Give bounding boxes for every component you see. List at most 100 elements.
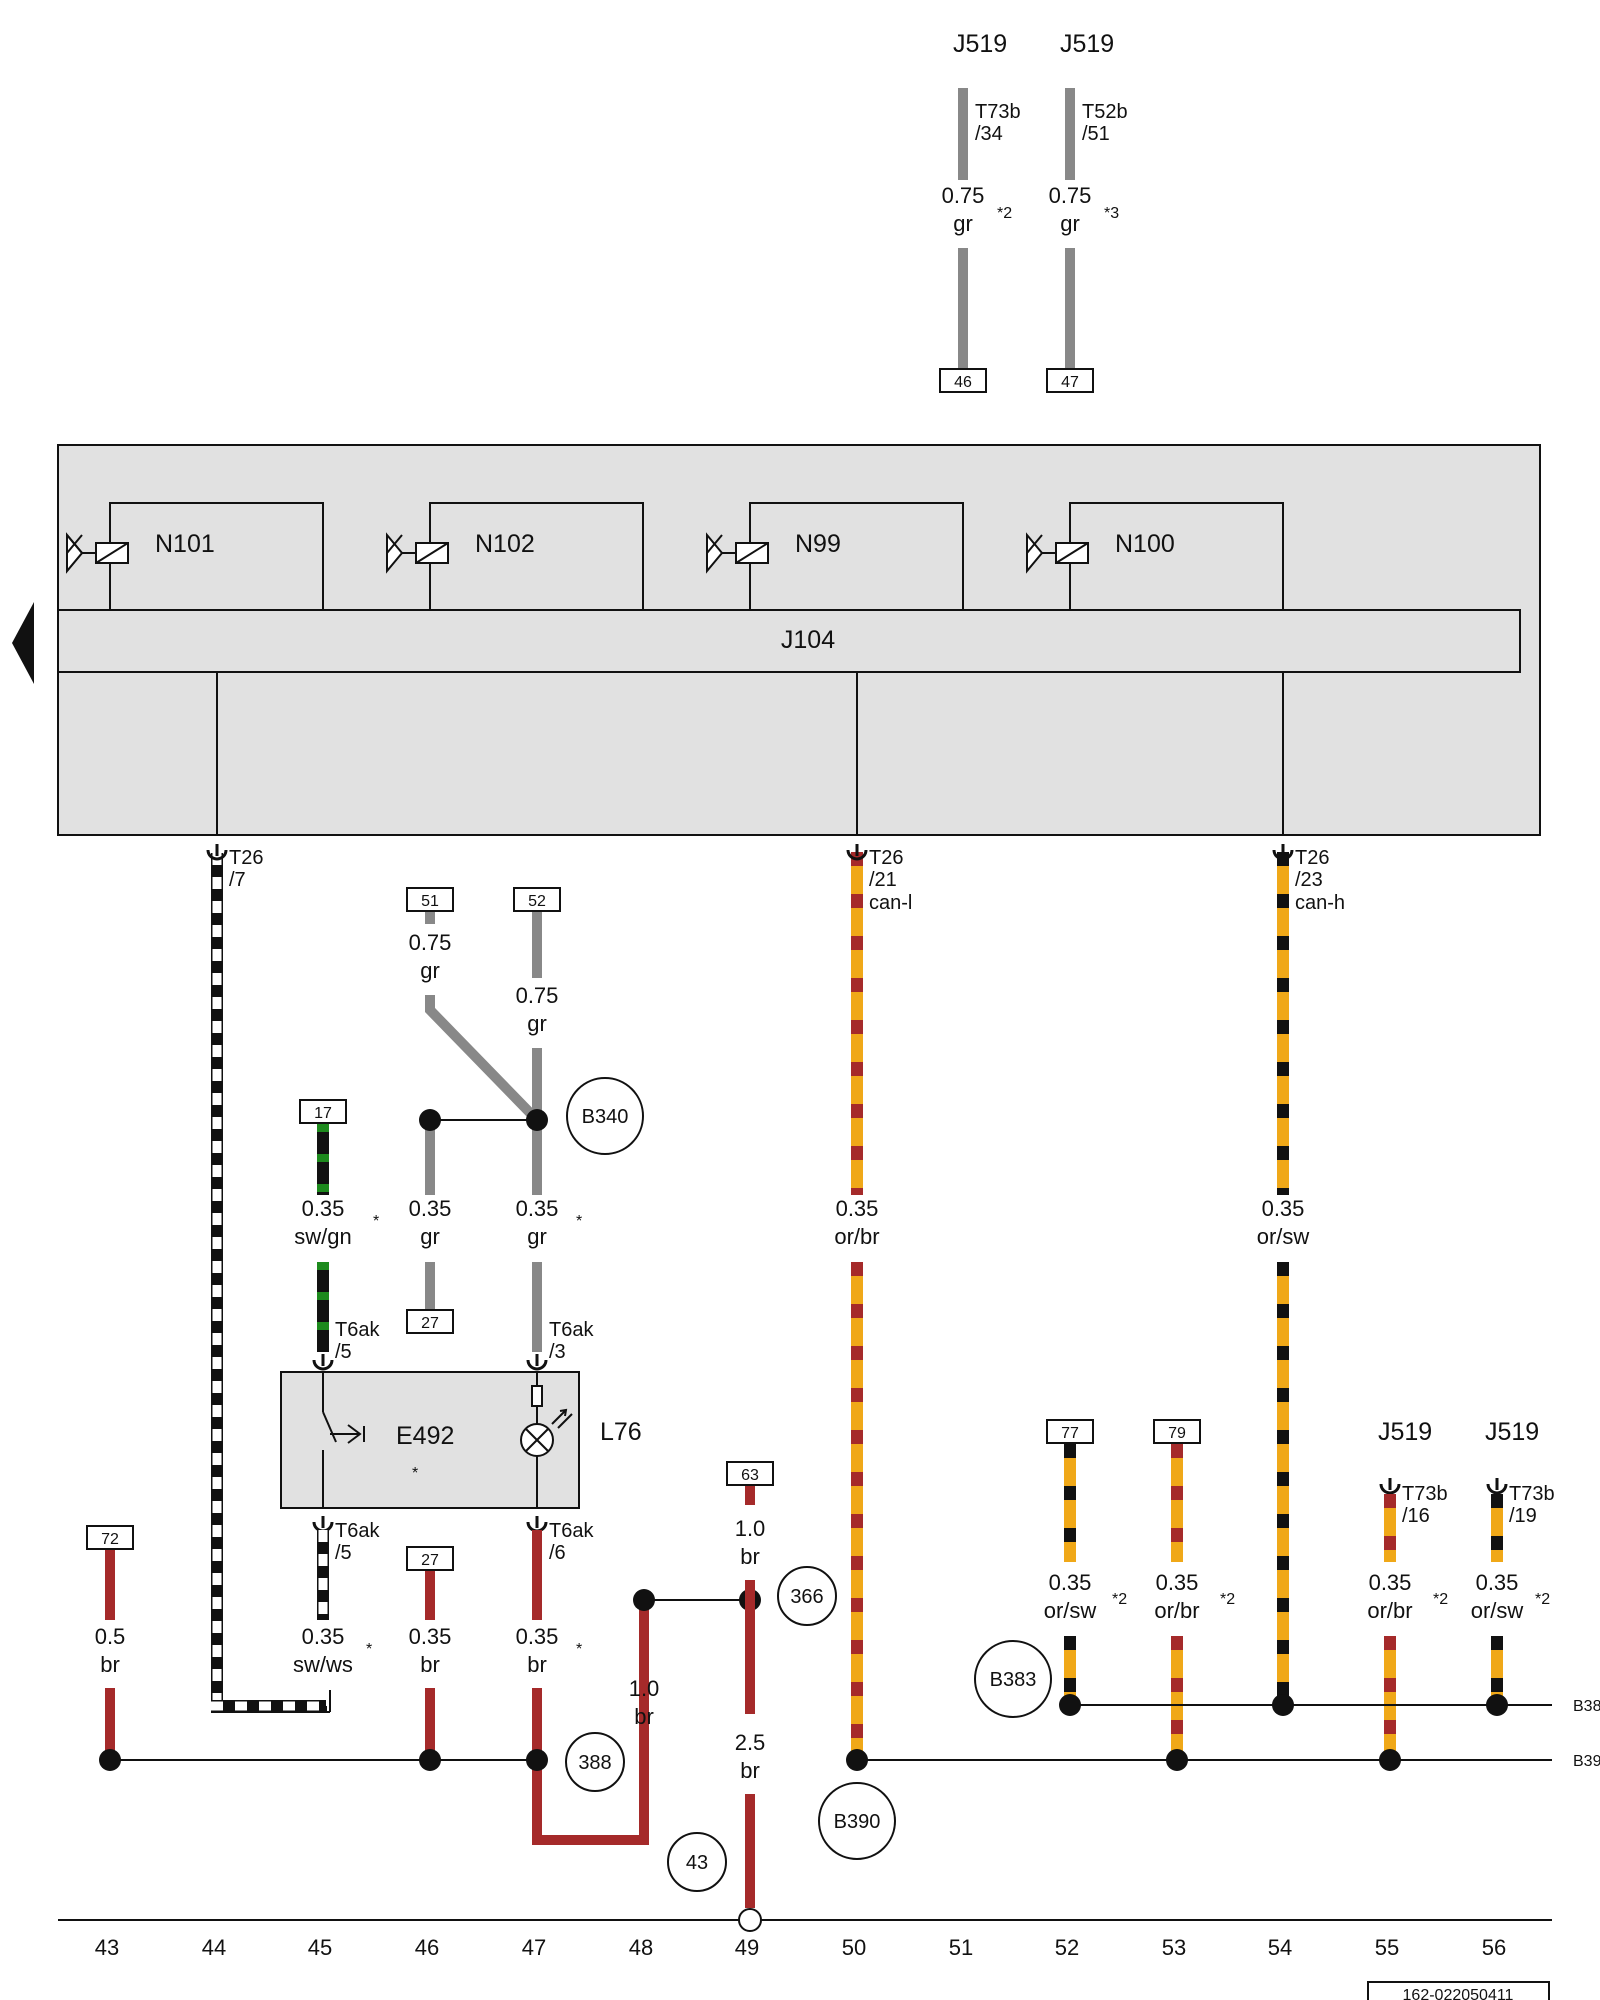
- wire-63-size: 1.0: [735, 1516, 766, 1541]
- connector-b383: [974, 1640, 1052, 1718]
- wire-55: J519 T73b /16 0.35 or/br *2: [1367, 1418, 1448, 1760]
- column-number: 55: [1375, 1935, 1399, 1960]
- wire-72-size: 0.5: [95, 1624, 126, 1649]
- connector-b383-label: B383: [990, 1669, 1037, 1691]
- top-unit-b-color: gr: [1060, 211, 1080, 236]
- wire-sw-ws-note: *: [366, 1641, 372, 1658]
- right-unit-b-pin: /19: [1509, 1505, 1537, 1527]
- wire-47-note: *: [576, 1641, 582, 1658]
- wire-27-size: 0.35: [409, 1196, 452, 1221]
- wire-47-size: 0.35: [516, 1624, 559, 1649]
- top-unit-b-size: 0.75: [1049, 183, 1092, 208]
- connector-388-label: 388: [578, 1752, 611, 1774]
- valve-n102-label: N102: [475, 530, 535, 558]
- pin-6-bot-pin: /6: [549, 1542, 566, 1564]
- wire-51: 51 0.75 gr: [406, 887, 541, 1124]
- wire-55-note: *2: [1433, 1591, 1448, 1608]
- wire-t26-7: [211, 853, 331, 1713]
- ref-46: 46: [954, 374, 972, 391]
- wire-49: 2.5 br: [735, 1730, 765, 1908]
- pin-t26-21-extra: can-l: [869, 892, 912, 914]
- column-number: 49: [735, 1935, 759, 1960]
- top-unit-a-size: 0.75: [942, 183, 985, 208]
- column-numbers: 43 44 45 46 47 48 49 50 51 52 53 54 55 5…: [95, 1935, 1506, 1960]
- wire-52: 52 0.75 gr: [513, 887, 561, 1195]
- ground-point: [738, 1908, 762, 1932]
- column-number: 50: [842, 1935, 866, 1960]
- wire-63-color: br: [740, 1544, 760, 1569]
- wire-79-note: *2: [1220, 1591, 1235, 1608]
- wire-56: J519 T73b /19 0.35 or/sw *2: [1471, 1418, 1555, 1705]
- wire-27-gr: 0.35 gr 27: [406, 1196, 454, 1334]
- connector-366: [777, 1566, 837, 1626]
- top-unit-a-color: gr: [953, 211, 973, 236]
- wire-79: 79 0.35 or/br *2: [1153, 1419, 1235, 1760]
- wire-3-color: gr: [527, 1224, 547, 1249]
- column-number: 44: [202, 1935, 226, 1960]
- column-number: 45: [308, 1935, 332, 1960]
- ref-79: 79: [1168, 1425, 1186, 1442]
- push-switch-icon: [322, 1372, 365, 1508]
- wire-3-note: *: [576, 1213, 582, 1230]
- wire-72-color: br: [100, 1652, 120, 1677]
- pin-5-top-connector: T6ak: [335, 1319, 380, 1341]
- switch-label: E492: [396, 1422, 454, 1450]
- ref-51: 51: [421, 893, 439, 910]
- connector-43-label: 43: [686, 1852, 708, 1874]
- control-unit-j104: J104 N101 N102: [12, 444, 1541, 836]
- valve-n101: N101: [66, 502, 324, 610]
- wire-77-note: *2: [1112, 1591, 1127, 1608]
- connector-388: [565, 1732, 625, 1792]
- pin-3-top-connector: T6ak: [549, 1319, 594, 1341]
- module-e492-l76: T6ak /5 T6ak /3 T6ak /5 T6ak /6 E492 *: [280, 1319, 642, 1564]
- wire-49-color: br: [740, 1758, 760, 1783]
- top-unit-b-connector: T52b: [1082, 101, 1128, 123]
- wire-47-br: 0.35 br *: [516, 1530, 649, 1845]
- column-number: 43: [95, 1935, 119, 1960]
- column-number: 56: [1482, 1935, 1506, 1960]
- wire-52-color: gr: [527, 1011, 547, 1036]
- pin-5-top-pin: /5: [335, 1341, 352, 1363]
- wire-27-color: gr: [420, 1224, 440, 1249]
- wire-77: 77 0.35 or/sw *2: [1044, 1419, 1127, 1705]
- ref-47: 47: [1061, 374, 1079, 391]
- pin-5-bot-pin: /5: [335, 1542, 352, 1564]
- wire-51-size: 0.75: [409, 930, 452, 955]
- pin-5-bot-connector: T6ak: [335, 1520, 380, 1542]
- pin-t26-7-connector: T26: [229, 847, 263, 869]
- column-number: 54: [1268, 1935, 1292, 1960]
- wire-17-note: *: [373, 1213, 379, 1230]
- right-unit-a-pin: /16: [1402, 1505, 1430, 1527]
- wire-56-size: 0.35: [1476, 1570, 1519, 1595]
- pin-t26-23-extra: can-h: [1295, 892, 1345, 914]
- wire-52-size: 0.75: [516, 983, 559, 1008]
- connector-b340-label: B340: [582, 1106, 629, 1128]
- wire-48-color: br: [634, 1704, 654, 1729]
- ref-63: 63: [741, 1467, 759, 1484]
- switch-note: *: [412, 1465, 418, 1482]
- can-h-size: 0.35: [1262, 1196, 1305, 1221]
- wire-55-color: or/br: [1367, 1598, 1412, 1623]
- wire-56-color: or/sw: [1471, 1598, 1524, 1623]
- column-number: 52: [1055, 1935, 1079, 1960]
- column-number: 51: [949, 1935, 973, 1960]
- ref-52: 52: [528, 893, 546, 910]
- top-unit-j519-b: J519 T52b /51 0.75 gr *3 47: [1046, 30, 1128, 393]
- can-l-size: 0.35: [836, 1196, 879, 1221]
- pin-3-top-pin: /3: [549, 1341, 566, 1363]
- wire-sw-ws-color: sw/ws: [293, 1652, 353, 1677]
- pin-t26-21-pin: /21: [869, 869, 897, 891]
- footer-code: 162-022050411: [1403, 1987, 1514, 2000]
- continuation-arrow-icon: [12, 602, 34, 684]
- top-unit-a-pin: /34: [975, 123, 1003, 145]
- wire-17-color: sw/gn: [294, 1224, 351, 1249]
- can-h-color: or/sw: [1257, 1224, 1310, 1249]
- column-number: 48: [629, 1935, 653, 1960]
- right-unit-b-label: J519: [1485, 1418, 1539, 1446]
- connector-b390-label: B390: [834, 1811, 881, 1833]
- top-unit-a-note: *2: [997, 205, 1012, 222]
- pin-6-bot-connector: T6ak: [549, 1520, 594, 1542]
- ref-17: 17: [314, 1105, 332, 1122]
- valve-n99-label: N99: [795, 530, 841, 558]
- ref-27b: 27: [421, 1552, 439, 1569]
